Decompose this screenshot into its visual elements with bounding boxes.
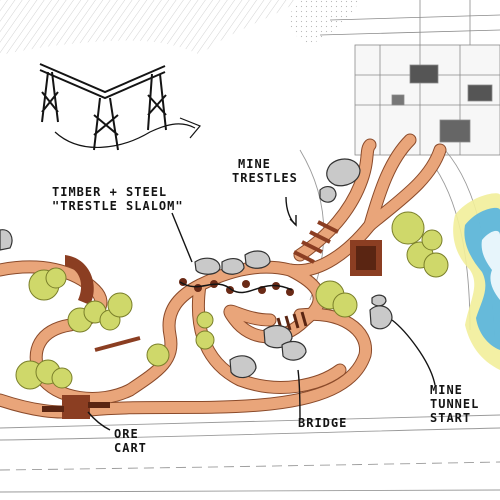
label-line: CART bbox=[114, 440, 147, 455]
label-mine-tunnel-start: MINE TUNNEL START bbox=[430, 383, 480, 425]
label-ore-cart: ORE CART bbox=[114, 427, 147, 456]
hatched-terrain bbox=[0, 0, 300, 55]
ore-cart-entrance bbox=[65, 255, 94, 305]
ore-cart bbox=[62, 395, 90, 419]
dotted-terrain bbox=[289, 0, 360, 45]
label-line: TRESTLES bbox=[232, 170, 298, 185]
shrubs bbox=[15, 211, 449, 390]
label-mine-trestles: MINE TRESTLES bbox=[232, 157, 298, 186]
label-line: MINE bbox=[430, 383, 463, 397]
trestle-sketch bbox=[39, 63, 201, 151]
label-line: "TRESTLE SLALOM" bbox=[52, 198, 184, 213]
boulders bbox=[0, 158, 393, 379]
timber-structures bbox=[42, 220, 382, 419]
roads bbox=[0, 149, 500, 493]
label-line: BRIDGE bbox=[298, 416, 348, 430]
water-feature bbox=[453, 193, 500, 370]
buildings-parking bbox=[319, 0, 500, 156]
leader-lines bbox=[87, 196, 436, 431]
label-bridge: BRIDGE bbox=[298, 416, 348, 431]
mine-trestle-ties bbox=[293, 220, 339, 264]
label-line: MINE bbox=[238, 157, 271, 171]
label-line: TIMBER + STEEL bbox=[52, 185, 168, 199]
label-line: TUNNEL bbox=[430, 396, 480, 411]
label-line: START bbox=[430, 410, 472, 425]
label-line: ORE bbox=[114, 427, 139, 441]
label-timber-steel-trestle-slalom: TIMBER + STEEL "TRESTLE SLALOM" bbox=[52, 185, 184, 214]
